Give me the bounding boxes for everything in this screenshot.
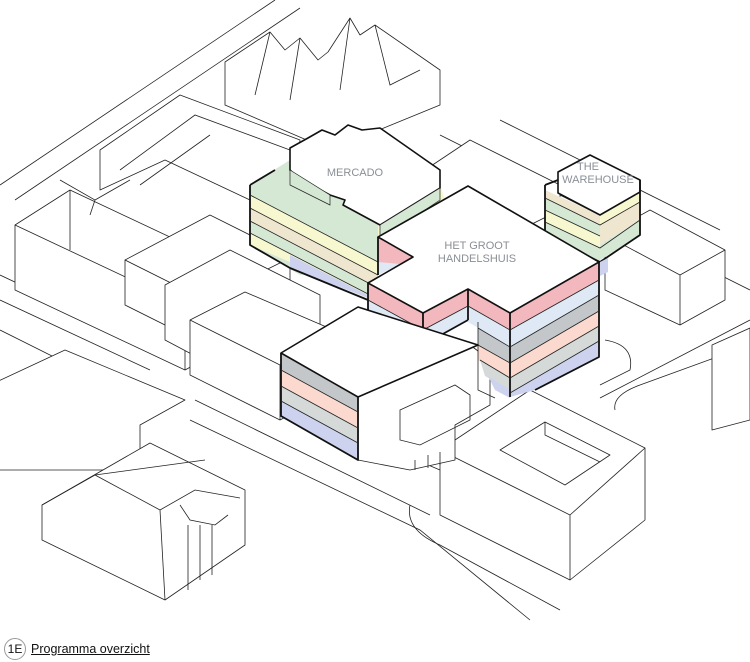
context-buildings [0, 17, 750, 601]
building-mercado: MERCADO [249, 124, 445, 301]
mercado-label: MERCADO [327, 167, 384, 179]
building-lower-block [280, 306, 479, 461]
figure-number-badge: 1E [4, 638, 26, 660]
warehouse-label-line1: THE [577, 161, 599, 173]
figure-title: Programma overzicht [31, 642, 150, 656]
figure-caption: 1E Programma overzicht [4, 638, 150, 660]
building-groot-handelshuis: HET GROOT HANDELSHUIS [367, 185, 600, 399]
building-warehouse: THE WAREHOUSE [544, 154, 641, 276]
handelshuis-label-line1: HET GROOT [444, 240, 509, 252]
handelshuis-label-line2: HANDELSHUIS [438, 253, 516, 265]
warehouse-label-line2: WAREHOUSE [562, 174, 634, 186]
